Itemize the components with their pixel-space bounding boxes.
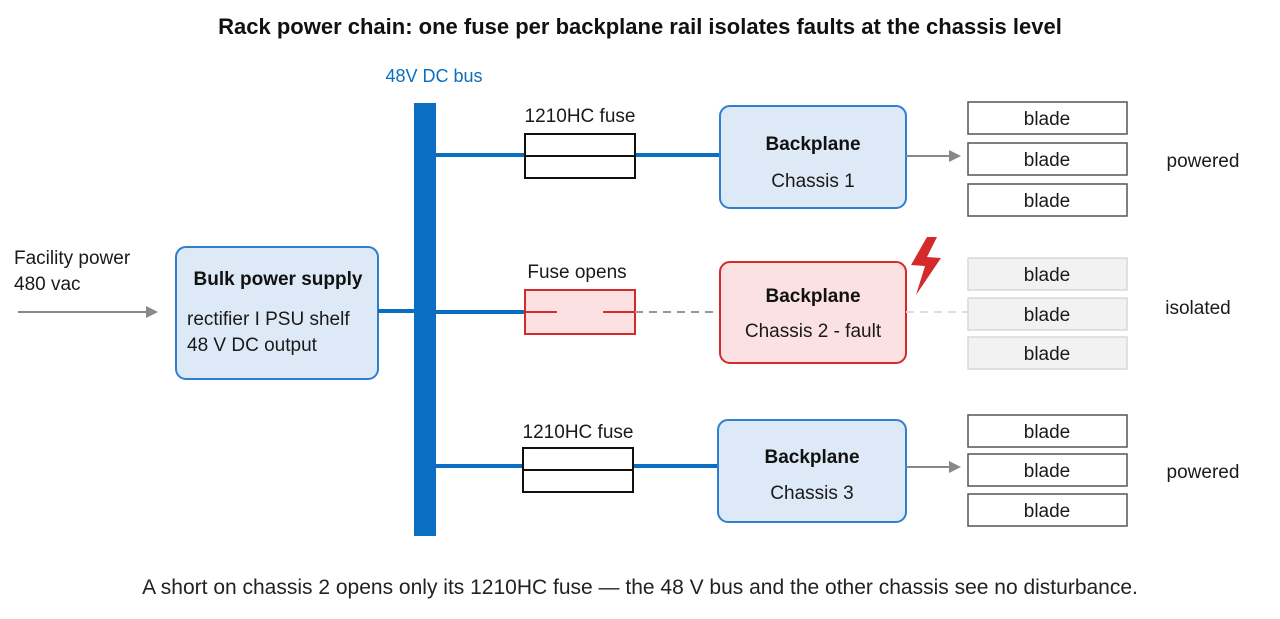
blade-3-2-label: blade (1024, 461, 1071, 482)
blade-3-1-label: blade (1024, 422, 1071, 443)
blade-1-1-box (967, 101, 1128, 135)
blade-1-2-label: blade (1024, 150, 1071, 171)
blade-1-1-label: blade (1024, 109, 1071, 130)
rail-2-status: isolated (1165, 298, 1231, 319)
rail-2-fuse-label: Fuse opens (527, 262, 626, 283)
lightning-bolt-icon (911, 237, 941, 295)
supply-line1: rectifier I PSU shelf (187, 309, 350, 330)
input-label-line2: 480 vac (14, 274, 81, 295)
blade-1-2-box (967, 142, 1128, 176)
input-arrow-head (146, 306, 158, 318)
rail-chassis-2: Fuse opens Backplane Chassis 2 - fault b… (436, 237, 1231, 370)
dc-bus: 48V DC bus (385, 66, 483, 536)
blade-2-2-box (967, 297, 1128, 331)
backplane-1-arrow-head (949, 150, 961, 162)
facility-input: Facility power 480 vac (14, 248, 158, 318)
blade-2-2-label: blade (1024, 305, 1071, 326)
blade-2-3-label: blade (1024, 344, 1071, 365)
backplane-3-subtitle: Chassis 3 (770, 483, 853, 504)
blade-1-3-box (967, 183, 1128, 217)
diagram-title: Rack power chain: one fuse per backplane… (218, 14, 1062, 39)
dc-bus-bar (414, 103, 436, 536)
rail-3-status: powered (1167, 462, 1240, 483)
blade-3-3-box (967, 493, 1128, 527)
backplane-3-title: Backplane (764, 447, 859, 468)
backplane-1-title: Backplane (765, 134, 860, 155)
input-label-line1: Facility power (14, 248, 131, 269)
diagram-caption: A short on chassis 2 opens only its 1210… (142, 576, 1138, 599)
blade-2-1-box (967, 257, 1128, 291)
rail-1-fuse-label: 1210HC fuse (525, 106, 636, 127)
blade-3-1-box (967, 414, 1128, 448)
backplane-1-box (719, 105, 907, 209)
blade-2-3-box (967, 336, 1128, 370)
supply-line2: 48 V DC output (187, 335, 318, 356)
backplane-2-box (719, 261, 907, 364)
backplane-2-title: Backplane (765, 286, 860, 307)
rail-1-status: powered (1167, 151, 1240, 172)
dc-bus-label: 48V DC bus (385, 66, 482, 86)
backplane-2-subtitle: Chassis 2 - fault (745, 321, 882, 342)
backplane-3-arrow-head (949, 461, 961, 473)
backplane-3-box (717, 419, 907, 523)
rail-chassis-1: 1210HC fuse Backplane Chassis 1 blade bl… (436, 101, 1240, 217)
blade-1-3-label: blade (1024, 191, 1071, 212)
rail-chassis-3: 1210HC fuse Backplane Chassis 3 blade bl… (436, 414, 1240, 527)
supply-title: Bulk power supply (194, 269, 363, 290)
blade-3-2-box (967, 453, 1128, 487)
blade-2-1-label: blade (1024, 265, 1071, 286)
backplane-1-subtitle: Chassis 1 (771, 171, 854, 192)
bulk-power-supply: Bulk power supply rectifier I PSU shelf … (175, 246, 379, 380)
rail-3-fuse-label: 1210HC fuse (523, 422, 634, 443)
blade-3-3-label: blade (1024, 501, 1071, 522)
